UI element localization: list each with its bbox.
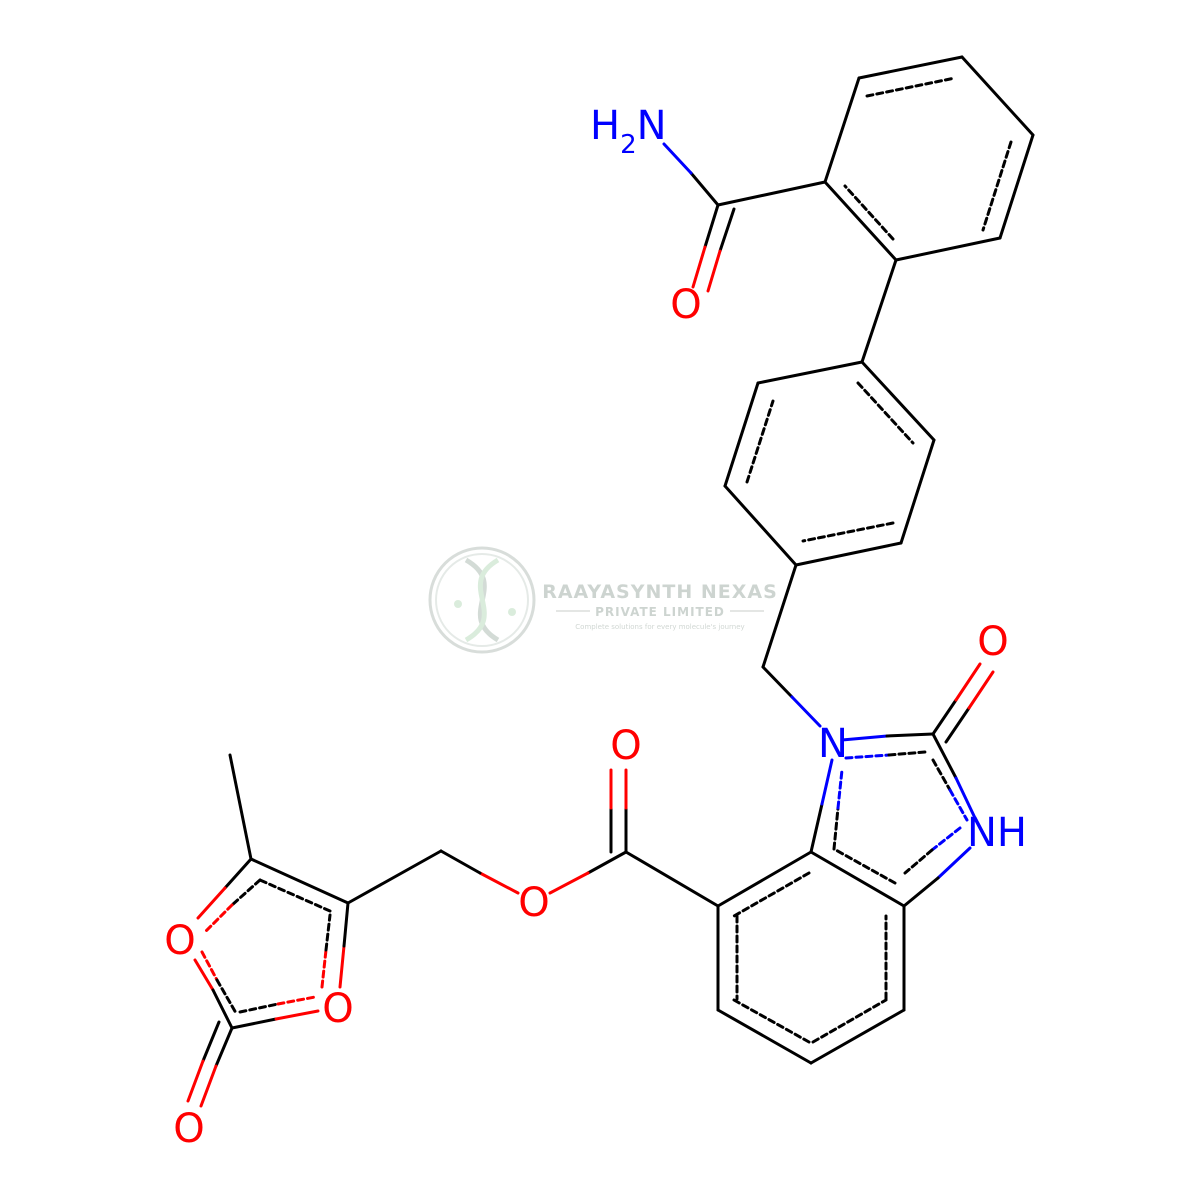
- atom-ester-o: O: [518, 880, 549, 926]
- imidazolone-ring: [809, 732, 977, 908]
- biaryl-bond: [860, 258, 898, 364]
- atom-ring-n: N: [818, 721, 848, 767]
- watermark-subtitle: PRIVATE LIMITED: [595, 605, 725, 619]
- watermark-tagline: Complete solutions for every molecule's …: [575, 623, 744, 631]
- watermark-company: RAAYASYNTH NEXAS: [542, 581, 778, 603]
- atom-amide-nh2: H2N: [590, 103, 667, 160]
- dioxolone-ring: [193, 857, 350, 1030]
- atom-dioxolone-o1: O: [164, 918, 195, 964]
- atom-dioxolone-o2: O: [322, 986, 353, 1032]
- dna-helix-logo-icon: [428, 546, 536, 654]
- atom-dioxolone-carbonyl-o: O: [173, 1106, 204, 1152]
- benzene-ring-middle: [723, 360, 936, 567]
- benzene-ring-bottom: [716, 850, 906, 1065]
- amide-bonds: [662, 142, 827, 293]
- atom-urea-o: O: [977, 619, 1008, 665]
- atom-amide-o: O: [670, 282, 701, 328]
- dioxolone-substituents: [186, 753, 253, 1108]
- atom-ring-nh: NH: [967, 810, 1027, 856]
- benzene-ring-top: [823, 55, 1035, 262]
- watermark: RAAYASYNTH NEXAS PRIVATE LIMITED Complet…: [428, 546, 778, 654]
- ester-bonds: [346, 768, 720, 908]
- bonds: [186, 55, 1035, 1108]
- urea-carbonyl: [931, 662, 995, 744]
- benzyl-linker: [761, 563, 822, 728]
- atom-ester-carbonyl-o: O: [610, 723, 641, 769]
- atom-labels: H2N O O O N NH O O O O: [164, 103, 1027, 1152]
